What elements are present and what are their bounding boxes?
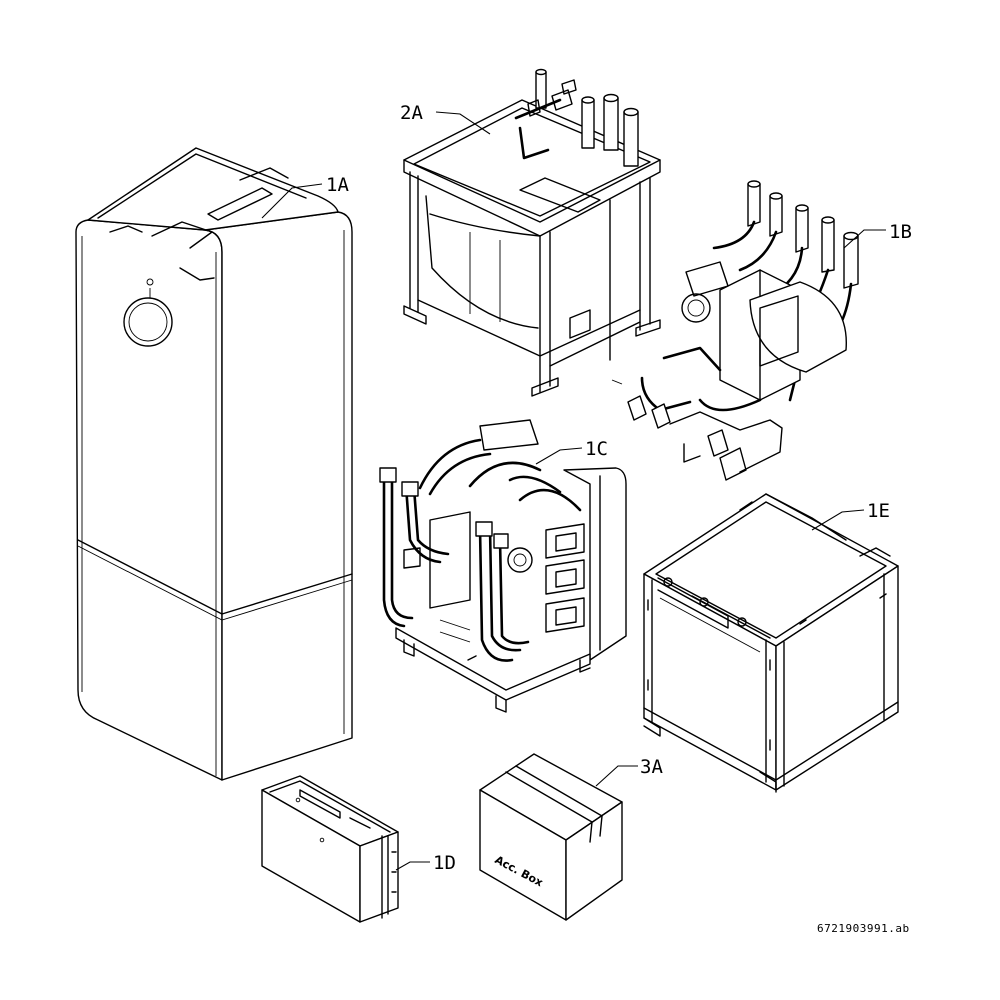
callout-1b: 1B (889, 221, 912, 243)
callout-1d: 1D (433, 852, 456, 874)
callout-1e: 1E (867, 500, 890, 522)
part-2a-tank-frame (403, 68, 661, 397)
leader-2a (435, 111, 491, 135)
part-1b-pump-assembly (611, 180, 859, 481)
leader-1a (261, 183, 323, 219)
callout-1a: 1A (326, 174, 349, 196)
part-3a-accessory-box: Acc. Box (479, 753, 623, 921)
part-1c-hydraulic-module (379, 419, 627, 713)
callout-1c: 1C (585, 438, 608, 460)
part-1d-control-box (261, 775, 399, 923)
document-id: 6721903991.ab (817, 922, 910, 935)
part-1e-unit-box (643, 493, 899, 793)
leader-1c (535, 447, 583, 465)
leader-3a (595, 765, 638, 787)
leader-1e (811, 509, 865, 531)
part-1a-cabinet (75, 147, 353, 781)
leader-1b (843, 229, 886, 249)
callout-labels: 1A 2A 1B 1C 1E 1D 3A (326, 102, 912, 874)
callout-2a: 2A (400, 102, 423, 124)
callout-3a: 3A (640, 756, 663, 778)
leader-lines (261, 111, 886, 871)
leader-1d (395, 861, 430, 871)
